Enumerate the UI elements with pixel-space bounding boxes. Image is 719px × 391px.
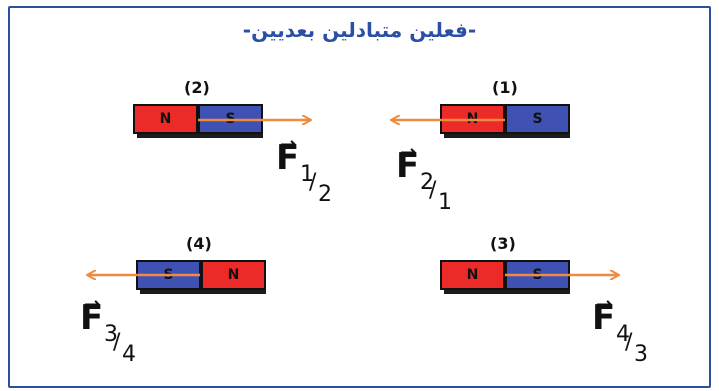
diagram-title: -فعلين متبادلين بعديين- [242,18,477,42]
magnet-3-left-pole: N [440,260,505,290]
magnet-4-right-pole: N [201,260,266,290]
magnet-2-left-pole: N [133,104,198,134]
magnet-4-number: (4) [186,234,212,253]
diagram-frame: -فعلين متبادلين بعديين- [8,6,711,388]
magnet-4: S N [136,260,266,294]
magnet-1-number: (1) [492,78,518,97]
force-label-4-3: → F 4 / 3 [592,292,648,367]
force-label-2-1: → F 2 / 1 [396,140,452,215]
magnet-1-right-pole: S [505,104,570,134]
magnet-2-number: (2) [184,78,210,97]
magnet-2: N S [133,104,263,138]
magnet-3-number: (3) [490,234,516,253]
force-label-3-4: → F 3 / 4 [80,292,136,367]
force-label-1-2: → F 1 / 2 [276,132,332,207]
